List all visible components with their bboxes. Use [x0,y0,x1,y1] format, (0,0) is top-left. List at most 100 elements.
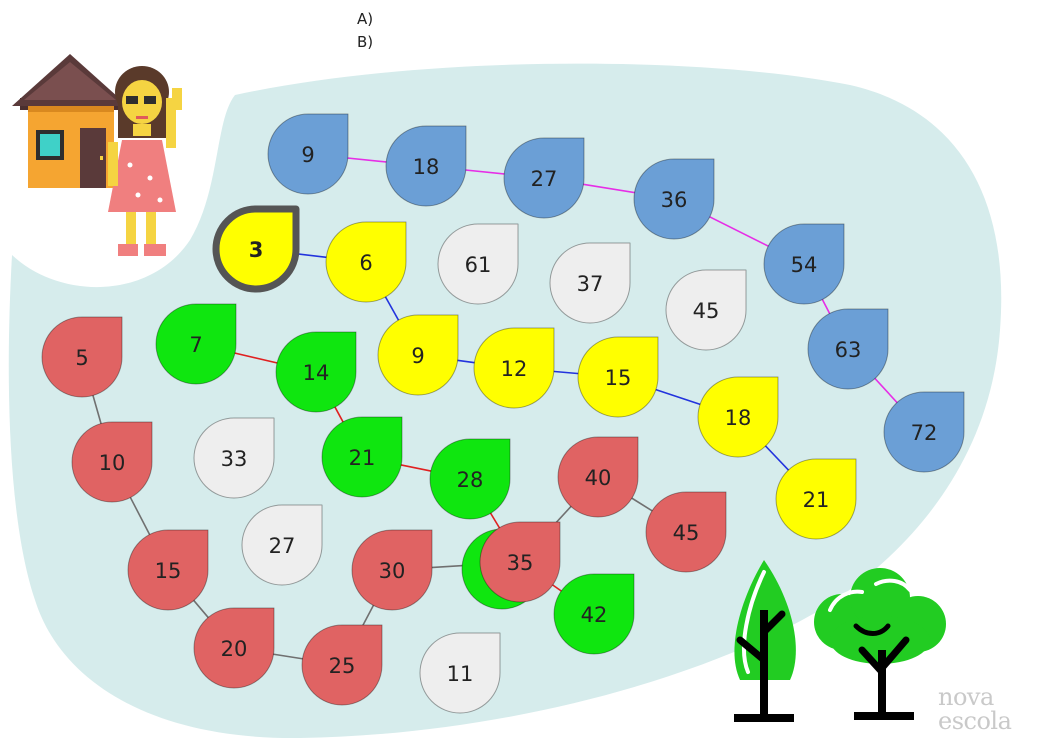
drop-w45[interactable]: 45 [665,269,747,351]
drop-label-y15: 15 [605,366,632,390]
drop-label-b72: 72 [911,421,938,445]
drop-b9[interactable]: 9 [267,113,349,195]
drop-r20[interactable]: 20 [193,607,275,689]
drop-g21[interactable]: 21 [321,416,403,498]
drop-label-y18: 18 [725,406,752,430]
drop-shape-y15 [577,336,659,418]
drop-label-g28: 28 [457,468,484,492]
drop-g14[interactable]: 14 [275,331,357,413]
drop-shape-b27 [503,137,585,219]
drop-w61[interactable]: 61 [437,223,519,305]
drop-shape-w33 [193,417,275,499]
drop-y12[interactable]: 12 [473,327,555,409]
drop-label-w11: 11 [447,662,474,686]
drop-shape-r35 [479,521,561,603]
drop-g42[interactable]: 42 [553,573,635,655]
drop-shape-g28 [429,438,511,520]
drop-r35[interactable]: 35 [479,521,561,603]
drop-b18[interactable]: 18 [385,125,467,207]
drop-shape-w11 [419,632,501,714]
drop-label-r30: 30 [379,559,406,583]
drop-shape-g14 [275,331,357,413]
drop-b54[interactable]: 54 [763,223,845,305]
drop-b72[interactable]: 72 [883,391,965,473]
drop-label-w27: 27 [269,534,296,558]
drop-label-g7: 7 [189,333,202,357]
drop-w37[interactable]: 37 [549,242,631,324]
drop-y9[interactable]: 9 [377,314,459,396]
drop-r40[interactable]: 40 [557,436,639,518]
drop-label-w37: 37 [577,272,604,296]
drop-y6[interactable]: 6 [325,221,407,303]
drop-w11[interactable]: 11 [419,632,501,714]
drop-label-r35: 35 [507,551,534,575]
drop-r30[interactable]: 30 [351,529,433,611]
drop-label-r40: 40 [585,466,612,490]
drop-label-b18: 18 [413,155,440,179]
drop-label-y3: 3 [249,238,264,262]
drop-y21[interactable]: 21 [775,458,857,540]
drop-label-r10: 10 [99,451,126,475]
drop-label-y21: 21 [803,488,830,512]
drop-y18[interactable]: 18 [697,376,779,458]
drop-shape-b72 [883,391,965,473]
drop-label-y12: 12 [501,357,528,381]
drop-label-b54: 54 [791,253,818,277]
drop-label-g21: 21 [349,446,376,470]
drop-label-w33: 33 [221,447,248,471]
drop-shape-b63 [807,308,889,390]
drop-shape-b36 [633,158,715,240]
drop-b36[interactable]: 36 [633,158,715,240]
drop-w33[interactable]: 33 [193,417,275,499]
drop-r15[interactable]: 15 [127,529,209,611]
drop-g7[interactable]: 7 [155,303,237,385]
round-tree-icon [814,568,946,720]
drop-shape-g7 [155,303,237,385]
brand-logo-line2: escola [938,707,1012,735]
drop-y3[interactable]: 3 [212,205,300,293]
tall-tree-icon [734,560,796,722]
drop-shape-g21 [321,416,403,498]
drop-b27[interactable]: 27 [503,137,585,219]
drop-label-r15: 15 [155,559,182,583]
drop-label-w61: 61 [465,253,492,277]
drop-shape-r15 [127,529,209,611]
drop-shape-b9 [267,113,349,195]
drop-shape-b54 [763,223,845,305]
drop-shape-g42 [553,573,635,655]
drop-r45[interactable]: 45 [645,491,727,573]
drop-shape-w45 [665,269,747,351]
drop-shape-y6 [325,221,407,303]
drop-b63[interactable]: 63 [807,308,889,390]
drop-label-g42: 42 [581,603,608,627]
drop-label-b9: 9 [301,143,314,167]
drop-shape-r30 [351,529,433,611]
girl-icon [108,66,182,256]
drop-r10[interactable]: 10 [71,421,153,503]
drop-shape-r20 [193,607,275,689]
drop-shape-y9 [377,314,459,396]
drop-label-r20: 20 [221,637,248,661]
drop-label-w45: 45 [693,299,720,323]
drop-shape-w27 [241,504,323,586]
drop-w27[interactable]: 27 [241,504,323,586]
drop-label-r5: 5 [75,346,88,370]
drop-shape-w61 [437,223,519,305]
drop-shape-r10 [71,421,153,503]
drop-shape-y21 [775,458,857,540]
drop-shape-r40 [557,436,639,518]
drop-y15[interactable]: 15 [577,336,659,418]
drop-label-r25: 25 [329,654,356,678]
house-icon [12,54,128,188]
drop-label-r45: 45 [673,521,700,545]
brand-logo-line1: nova [938,683,994,711]
drop-r5[interactable]: 5 [41,316,123,398]
option-a-label: A) [357,10,374,28]
drop-shape-r45 [645,491,727,573]
drop-shape-y3 [212,205,300,293]
drop-r25[interactable]: 25 [301,624,383,706]
drop-shape-w37 [549,242,631,324]
drop-g28[interactable]: 28 [429,438,511,520]
